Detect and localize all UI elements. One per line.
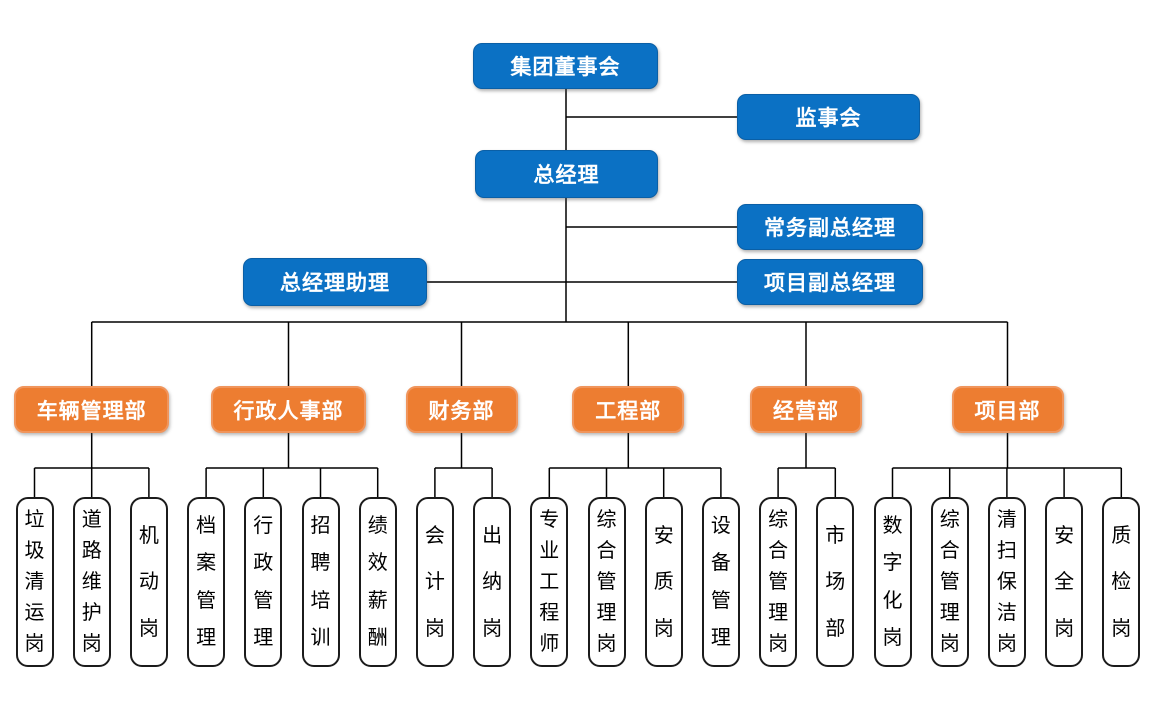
node-supervisory-board: 监事会 — [737, 94, 920, 140]
node-label: 综合管理岗 — [596, 509, 617, 655]
node-position: 综合管理岗 — [930, 497, 969, 667]
node-label: 项目部 — [974, 399, 1041, 423]
node-label: 车辆管理部 — [36, 399, 147, 423]
node-board-of-directors: 集团董事会 — [473, 43, 658, 89]
node-position: 道路维护岗 — [72, 497, 111, 667]
node-position: 档案管理 — [187, 497, 226, 667]
node-project-deputy-gm: 项目副总经理 — [737, 259, 923, 305]
node-label: 集团董事会 — [510, 56, 621, 79]
node-department: 项目部 — [951, 386, 1064, 433]
node-label: 市场部 — [825, 524, 846, 640]
node-label: 出纳岗 — [482, 524, 503, 640]
node-label: 工程部 — [595, 399, 662, 423]
node-position: 设备管理 — [701, 497, 740, 667]
node-position: 行政管理 — [244, 497, 283, 667]
node-label: 常务副总经理 — [764, 217, 896, 240]
node-label: 质检岗 — [1111, 524, 1132, 640]
node-position: 垃圾清运岗 — [15, 497, 54, 667]
node-position: 质检岗 — [1102, 497, 1141, 667]
node-label: 数字化岗 — [882, 515, 903, 649]
node-label: 安全岗 — [1054, 524, 1075, 640]
node-position: 专业工程师 — [530, 497, 569, 667]
node-department: 行政人事部 — [211, 386, 366, 433]
node-label: 总经理 — [533, 164, 600, 187]
node-department: 车辆管理部 — [14, 386, 170, 433]
node-label: 档案管理 — [196, 515, 217, 649]
node-executive-deputy-gm: 常务副总经理 — [737, 204, 923, 250]
node-position: 清扫保洁岗 — [987, 497, 1026, 667]
node-position: 数字化岗 — [873, 497, 912, 667]
node-label: 综合管理岗 — [939, 509, 960, 655]
node-label: 清扫保洁岗 — [996, 509, 1017, 655]
node-department: 工程部 — [572, 386, 685, 433]
node-department: 经营部 — [750, 386, 862, 433]
node-label: 专业工程师 — [539, 509, 560, 655]
node-label: 垃圾清运岗 — [24, 509, 45, 655]
node-label: 项目副总经理 — [764, 272, 896, 295]
node-label: 总经理助理 — [280, 272, 390, 295]
node-position: 会计岗 — [415, 497, 454, 667]
node-label: 综合管理岗 — [768, 509, 789, 655]
node-position: 综合管理岗 — [587, 497, 626, 667]
node-gm-assistant: 总经理助理 — [243, 258, 427, 306]
node-position: 安全岗 — [1045, 497, 1084, 667]
node-position: 市场部 — [816, 497, 855, 667]
node-position: 招聘培训 — [301, 497, 340, 667]
node-label: 绩效薪酬 — [367, 515, 388, 649]
node-position: 绩效薪酬 — [358, 497, 397, 667]
node-label: 道路维护岗 — [81, 509, 102, 655]
node-label: 行政管理 — [253, 515, 274, 649]
node-position: 出纳岗 — [473, 497, 512, 667]
node-label: 经营部 — [773, 399, 839, 423]
node-department: 财务部 — [405, 386, 518, 433]
node-position: 综合管理岗 — [759, 497, 798, 667]
node-label: 财务部 — [428, 399, 495, 423]
node-label: 行政人事部 — [233, 399, 344, 423]
node-label: 会计岗 — [424, 524, 445, 640]
node-general-manager: 总经理 — [475, 150, 658, 198]
node-label: 招聘培训 — [310, 515, 331, 649]
node-position: 安质岗 — [644, 497, 683, 667]
node-position: 机动岗 — [129, 497, 168, 667]
node-label: 监事会 — [795, 107, 862, 130]
node-label: 设备管理 — [710, 515, 731, 649]
node-label: 安质岗 — [653, 524, 674, 640]
node-label: 机动岗 — [138, 524, 159, 640]
